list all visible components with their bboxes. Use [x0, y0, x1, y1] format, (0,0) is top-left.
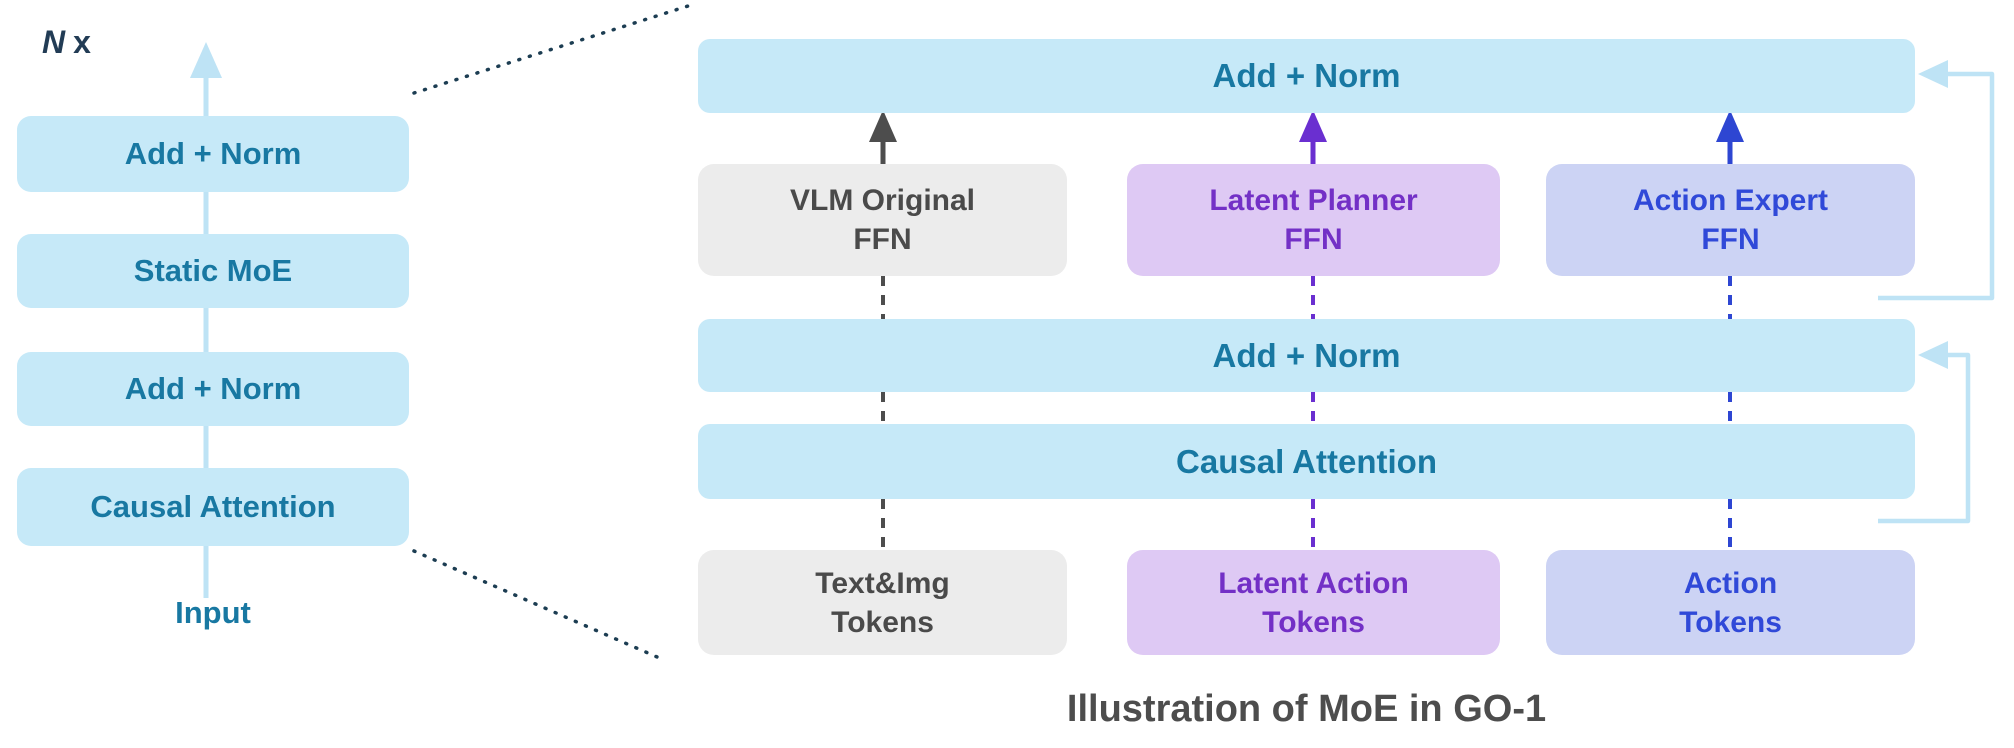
bar-label: Add + Norm	[1212, 336, 1401, 374]
left-block-label: Add + Norm	[124, 136, 302, 171]
token-box-line1: Text&Img	[815, 566, 950, 600]
ffn-box-line2: FFN	[1701, 223, 1760, 256]
latent-action-tokens-box: Latent Action Tokens	[1127, 550, 1500, 655]
left-block-add-norm-bottom: Add + Norm	[17, 352, 409, 426]
left-block-label: Static MoE	[133, 253, 293, 288]
bar-label: Add + Norm	[1212, 57, 1401, 94]
ffn-box-line1: VLM Original	[789, 184, 975, 217]
action-expert-ffn-arrow	[1716, 110, 1744, 168]
latent-planner-ffn-arrow	[1299, 110, 1327, 168]
action-tokens-box: Action Tokens	[1546, 550, 1915, 655]
ffn-box-line2: FFN	[1284, 223, 1343, 256]
zoom-connector-bottom-line	[412, 549, 666, 662]
ffn-box-line1: Latent Planner	[1209, 184, 1418, 217]
repeat-n: N	[42, 24, 66, 60]
latent-planner-ffn-box: Latent Planner FFN	[1127, 164, 1500, 276]
input-label: Input	[175, 595, 251, 630]
token-box-line2: Tokens	[1679, 605, 1782, 639]
mid-add-norm-bar: Add + Norm	[698, 319, 1915, 392]
left-block-label: Add + Norm	[124, 371, 302, 406]
ffn-box-line1: Action Expert	[1632, 184, 1829, 217]
repeat-x: x	[73, 24, 91, 60]
ffn-box-line2: FFN	[853, 223, 912, 256]
figure-caption: Illustration of MoE in GO-1	[1066, 688, 1547, 730]
bar-label: Causal Attention	[1176, 442, 1437, 480]
token-box-line2: Tokens	[831, 605, 934, 639]
zoom-connector-top-line	[412, 4, 690, 95]
causal-attention-bar: Causal Attention	[698, 424, 1915, 499]
text-img-tokens-box: Text&Img Tokens	[698, 550, 1067, 655]
token-box-line1: Latent Action	[1218, 566, 1409, 600]
top-add-norm-bar: Add + Norm	[698, 39, 1915, 113]
token-box-line1: Action	[1683, 566, 1778, 600]
token-box-line2: Tokens	[1262, 605, 1365, 639]
left-block-label: Causal Attention	[90, 489, 336, 524]
action-expert-ffn-box: Action Expert FFN	[1546, 164, 1915, 276]
vlm-ffn-arrow	[869, 110, 897, 168]
left-block-add-norm-top: Add + Norm	[17, 116, 409, 192]
left-block-static-moe: Static MoE	[17, 234, 409, 308]
vlm-original-ffn-box: VLM Original FFN	[698, 164, 1067, 276]
left-block-causal-attention: Causal Attention	[17, 468, 409, 546]
